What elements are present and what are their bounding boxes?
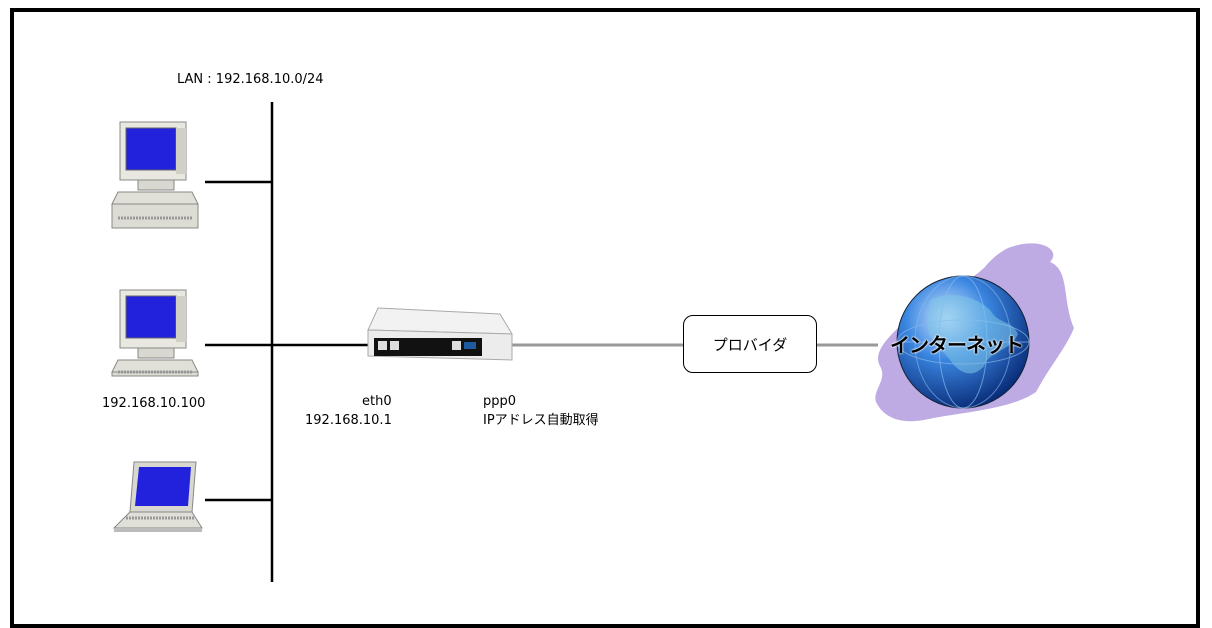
eth0-label: eth0 (362, 394, 392, 409)
provider-label: プロバイダ (712, 335, 788, 354)
laptop-icon (112, 461, 203, 532)
host-ip-label: 192.168.10.100 (102, 396, 206, 411)
ppp0-label: ppp0 (483, 394, 517, 409)
desktop-pc-icon (111, 121, 199, 229)
desktop-pc-icon (111, 289, 199, 377)
internet-label: インターネット (890, 333, 1024, 357)
globe-icon (875, 243, 1074, 422)
network-diagram (111, 102, 1074, 582)
provider-box: プロバイダ (683, 315, 817, 373)
lan-label: LAN : 192.168.10.0/24 (177, 72, 324, 87)
wan-address-label: IPアドレス自動取得 (483, 413, 599, 428)
router-icon (367, 307, 513, 361)
router-lan-ip-label: 192.168.10.1 (305, 413, 392, 428)
